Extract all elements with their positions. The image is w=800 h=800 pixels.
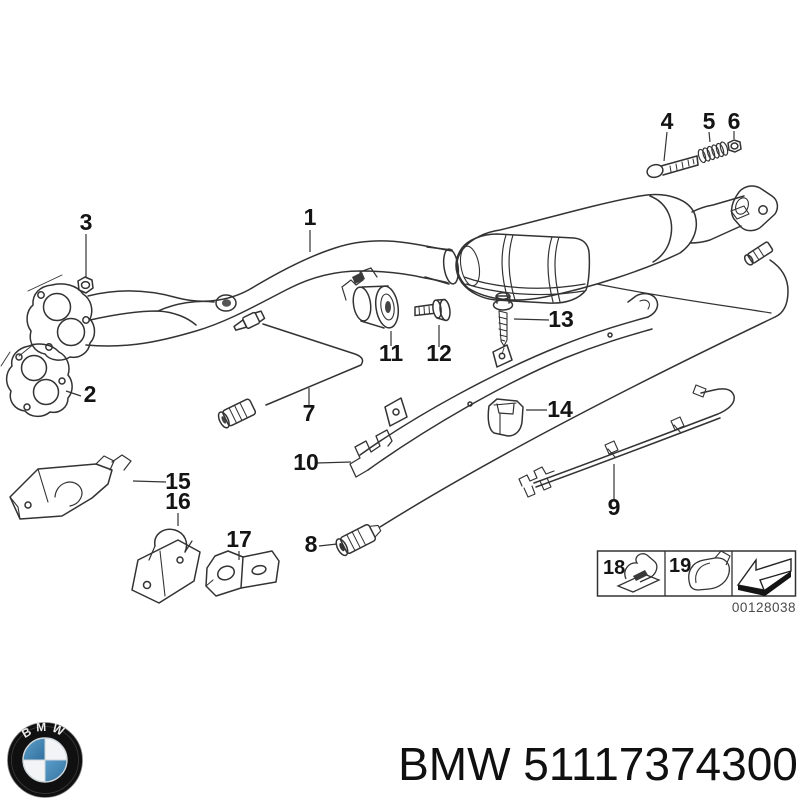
image-number-watermark: 00128038 bbox=[732, 600, 796, 615]
clip-19-icon bbox=[688, 550, 731, 591]
alignment-lines bbox=[0, 274, 63, 367]
callout-5: 5 bbox=[703, 108, 716, 134]
footer: BMW BMW 51117374300 bbox=[7, 720, 798, 798]
bolt-4 bbox=[646, 155, 699, 179]
oxygen-sensor-7 bbox=[217, 310, 364, 429]
legend-box: 18 19 bbox=[596, 550, 797, 597]
hex-nut-3 bbox=[77, 276, 94, 294]
callout-11: 11 bbox=[379, 340, 404, 366]
front-flange bbox=[26, 283, 96, 361]
front-exhaust-pipe bbox=[85, 240, 453, 347]
outlet-pipe-flange bbox=[689, 185, 779, 244]
screw-13 bbox=[492, 292, 514, 355]
sensor-cable-8 bbox=[335, 241, 789, 557]
clip-18-icon bbox=[616, 553, 661, 593]
hex-nut-6 bbox=[727, 139, 742, 153]
rubber-holder-14 bbox=[487, 398, 524, 437]
callout-9: 9 bbox=[608, 494, 621, 520]
callout-12: 12 bbox=[426, 340, 452, 366]
legend-item-18-number: 18 bbox=[603, 557, 625, 579]
spring-5 bbox=[697, 141, 729, 164]
flange-gasket bbox=[5, 343, 73, 418]
support-rail-10 bbox=[349, 292, 659, 478]
callout-10: 10 bbox=[293, 449, 319, 475]
callout-3: 3 bbox=[80, 209, 93, 235]
callout-6: 6 bbox=[728, 108, 741, 134]
bmw-logo: BMW bbox=[7, 720, 83, 798]
bolt-12 bbox=[414, 298, 451, 322]
callout-13: 13 bbox=[548, 306, 574, 332]
callout-2: 2 bbox=[84, 381, 97, 407]
callout-7: 7 bbox=[303, 400, 316, 426]
callout-16: 16 bbox=[165, 488, 191, 514]
callouts: 1 2 3 4 5 6 7 8 9 10 11 12 13 14 15 16 1… bbox=[80, 108, 741, 557]
part-number-title: BMW 51117374300 bbox=[398, 738, 798, 790]
callout-8: 8 bbox=[305, 531, 318, 557]
catalytic-converter-muffler bbox=[424, 193, 698, 304]
pipe-run-9 bbox=[518, 384, 735, 498]
callout-1: 1 bbox=[304, 204, 317, 230]
legend-item-19-number: 19 bbox=[669, 555, 691, 577]
leader-lines bbox=[65, 131, 735, 560]
fitting-11 bbox=[341, 267, 400, 329]
bracket-17 bbox=[205, 550, 280, 597]
heat-shield-15 bbox=[9, 454, 132, 520]
bracket-16 bbox=[131, 528, 201, 604]
callout-15: 15 bbox=[165, 468, 191, 494]
callout-17: 17 bbox=[226, 526, 252, 552]
callout-14: 14 bbox=[547, 396, 573, 422]
callout-4: 4 bbox=[661, 108, 674, 134]
direction-arrow-icon bbox=[736, 557, 792, 596]
